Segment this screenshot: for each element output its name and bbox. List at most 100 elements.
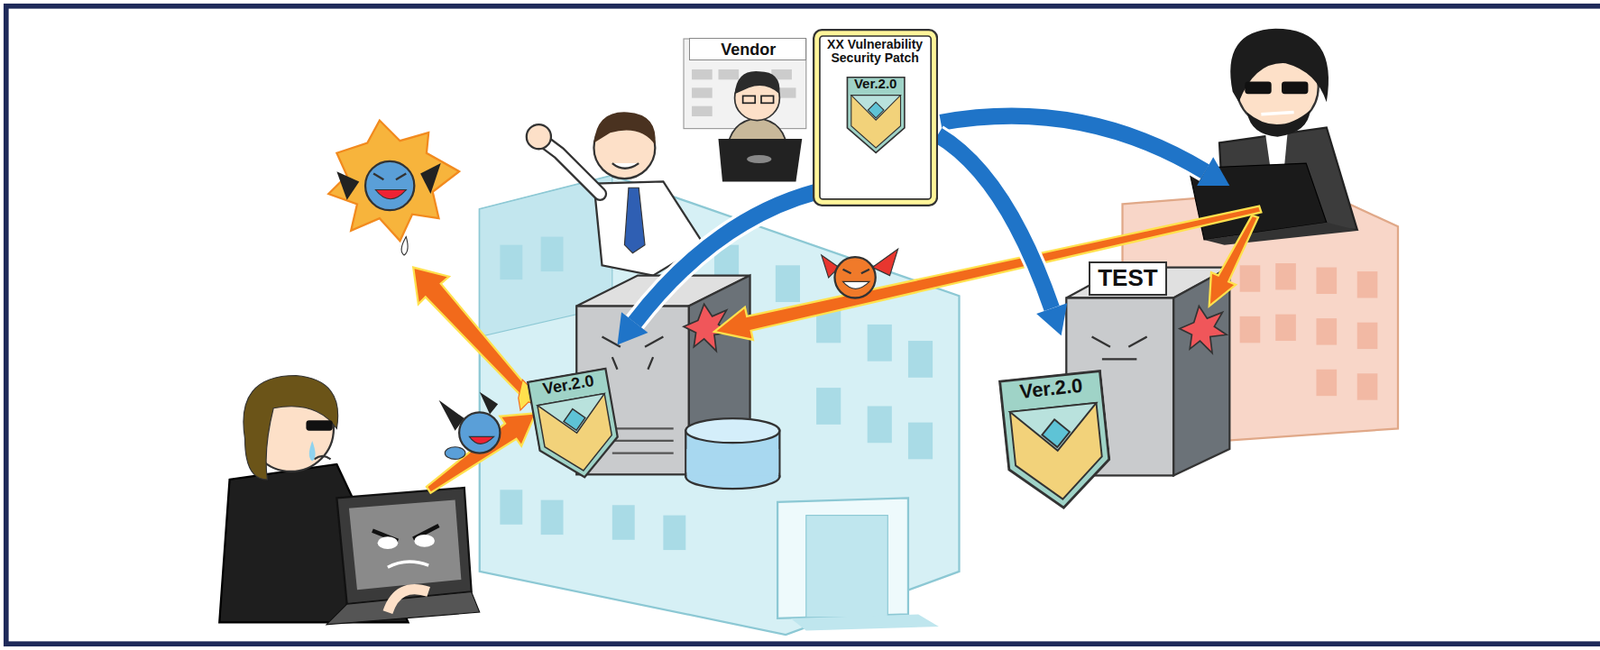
company-server [612,427,674,430]
user-person [305,420,332,431]
user-person [387,561,429,568]
attacker-person [1230,28,1329,102]
patch-card-shape [813,29,938,206]
shield-shape [537,394,611,440]
attack-arrow [413,267,530,397]
vendor-engineer [761,95,774,103]
attacker-building [1240,316,1261,343]
patch-card-shape [850,94,901,148]
attacker-building [1240,265,1261,292]
company-building [541,500,564,535]
defeated-monster [336,171,359,201]
company-server [612,440,674,442]
company-server [602,337,664,370]
malware-monster [821,248,899,298]
admin-person [542,140,600,194]
vendor-engineer [735,71,781,94]
malware-monster [843,281,870,289]
attack-arrow [1209,215,1259,307]
attacker-building [1275,263,1297,290]
attacker-person [1281,82,1308,95]
defeated-monster [373,173,406,180]
company-building [867,405,892,443]
patch-arrow [1196,156,1230,186]
shield-shape [537,394,617,478]
shield-shape [1010,403,1106,505]
company-building [908,340,933,378]
user-person [219,376,480,626]
user-person [243,376,339,480]
server-label: TEST [1088,261,1167,296]
patch-arrow [1036,303,1067,336]
company-server [612,451,674,454]
company-building [499,245,523,280]
admin-person [526,111,705,276]
company-building [479,175,960,635]
admin-person [624,187,645,253]
shield-shape [561,407,588,433]
admin-person [593,111,655,145]
company-building [541,237,564,272]
malware-monster [459,412,500,453]
shield-badge: Ver.2.0 [998,369,1116,516]
test-server [1092,337,1148,360]
attacker-building [1357,271,1379,298]
company-building [816,387,841,425]
attacker-building [1357,322,1379,350]
defeated-monster [420,163,442,194]
node-text: Vendor [689,38,808,62]
attacker-building [1315,267,1337,295]
vendor-building [691,87,713,98]
vendor-building [717,69,739,80]
database-symbol [686,449,779,476]
malware-monster [872,248,898,276]
user-person [377,536,399,550]
patch-card: XX Vulnerability Security PatchVer.2.0 [812,28,938,207]
attacker-building [1315,369,1337,396]
company-building [806,515,889,618]
company-building [790,614,939,631]
attacker-building [1357,373,1379,400]
user-person [349,500,461,591]
database-symbol [685,418,780,443]
company-building [775,265,800,303]
defeated-monster [375,190,406,200]
defeated-monster [401,237,408,256]
attacker-person [1204,222,1360,246]
company-building [867,324,892,362]
patch-card-shape [850,94,901,120]
impact-burst [1179,306,1227,354]
patch-arrow [634,192,817,323]
admin-person [542,140,600,194]
admin-person [612,163,639,169]
attacker-person [1188,28,1360,246]
user-person [413,534,435,548]
malware-monster [843,269,870,275]
patch-arrow [616,312,648,345]
patch-arrow [937,135,1067,336]
defeated-monster [328,120,460,242]
defeated-monster [365,161,414,211]
company-building [777,497,909,619]
company-building [612,505,635,540]
shield-shape [1040,418,1072,450]
attacker-building [1275,314,1297,341]
frame [6,6,1600,644]
vendor-building [691,106,713,117]
user-person [387,589,429,613]
patch-arrow [937,135,1052,309]
vendor-engineer [746,155,772,164]
vendor-engineer [717,71,802,182]
company-building [662,515,686,551]
vendor-building [691,69,713,80]
malware-monster [834,257,875,298]
vendor-sign: Vendor [689,37,807,61]
admin-person [526,124,552,149]
malware-monster [438,392,500,460]
test-server [1173,267,1230,477]
vendor-engineer [717,138,802,183]
attacker-person [1244,82,1271,95]
attack-arrow [714,206,1261,341]
